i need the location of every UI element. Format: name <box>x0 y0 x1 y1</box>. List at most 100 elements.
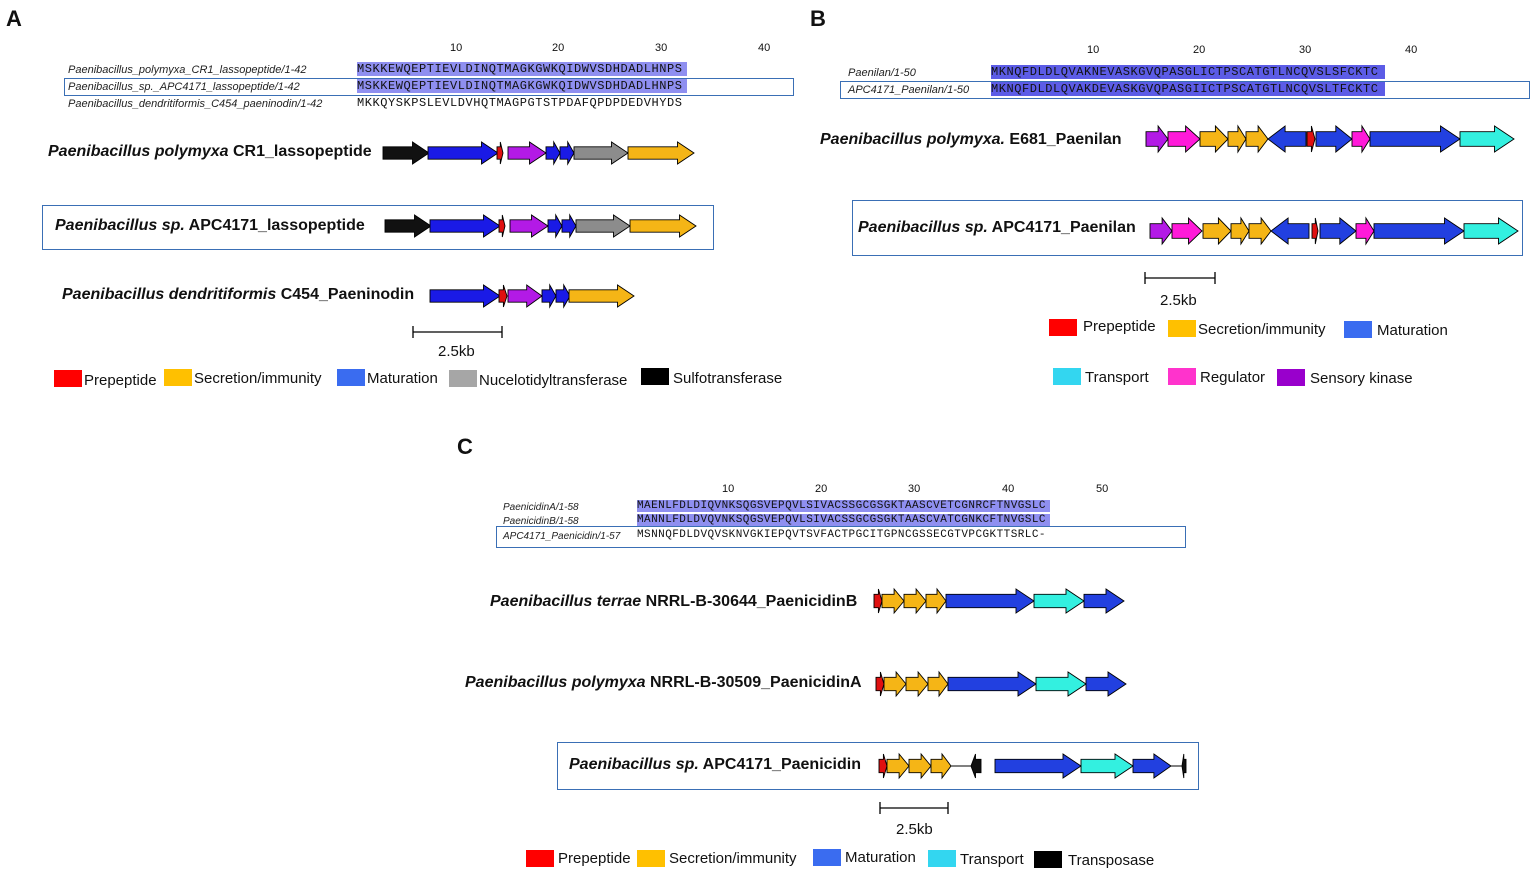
alignment-name: APC4171_Paenilan/1-50 <box>848 84 970 96</box>
legend-label: Secretion/immunity <box>669 850 797 867</box>
legend-label: Transposase <box>1068 852 1155 869</box>
panel-b-letter: B <box>810 6 826 31</box>
secretion-gene <box>886 752 910 780</box>
legend-swatch <box>928 850 956 867</box>
maturation-gene <box>1369 125 1461 153</box>
maturation-gene <box>555 283 571 309</box>
legend-swatch <box>637 850 665 867</box>
alignment-name: Paenibacillus_dendritiformis_C454_paenin… <box>68 98 323 110</box>
maturation-gene <box>945 588 1035 614</box>
maturation-gene <box>1267 125 1307 153</box>
maturation-gene <box>427 141 499 165</box>
legend-swatch <box>1049 319 1077 336</box>
prepeptide-gene <box>875 671 885 697</box>
maturation-gene <box>545 140 561 166</box>
alignment-name: Paenibacillus_sp._APC4171_lassopeptide/1… <box>68 81 300 93</box>
cluster-label: Paenibacillus polymyxa NRRL-B-30509_Paen… <box>465 674 862 691</box>
alignment-sequence: MSNNQFDLDVQVSKNVGKIEPQVTSVFACTPGCITGPNCG… <box>637 529 1046 541</box>
maturation-gene <box>1132 753 1172 779</box>
legend-swatch <box>813 849 841 866</box>
sulfotransferase-gene <box>384 214 432 238</box>
scale-bar-label: 2.5kb <box>1160 292 1197 309</box>
panel-a-letter: A <box>6 6 22 31</box>
transport-gene <box>1035 671 1087 697</box>
legend-swatch <box>526 850 554 867</box>
scale-bar <box>412 326 503 338</box>
panel-b-tick: 30 <box>1299 44 1312 56</box>
panel-c-tick: 50 <box>1096 483 1109 495</box>
maturation-gene <box>947 671 1037 697</box>
legend-label: Transport <box>1085 369 1149 386</box>
secretion-gene <box>881 587 905 615</box>
maturation-gene <box>561 213 577 239</box>
regulator-gene <box>1351 124 1371 154</box>
legend-swatch <box>1168 368 1196 385</box>
legend-label: Sulfotransferase <box>673 370 783 387</box>
legend-swatch <box>449 370 477 387</box>
cluster-label: Paenibacillus terrae NRRL-B-30644_Paenic… <box>490 593 858 610</box>
panel-c-tick: 40 <box>1002 483 1015 495</box>
maturation-gene <box>559 140 575 166</box>
sensory-kinase-gene <box>507 284 543 308</box>
secretion-gene <box>1202 216 1232 246</box>
maturation-gene <box>541 283 557 309</box>
secretion-gene <box>1199 124 1229 154</box>
legend-label: Maturation <box>845 849 916 866</box>
secretion-gene <box>1227 124 1247 154</box>
cluster-label: Paenibacillus polymyxa. E681_Paenilan <box>820 131 1122 148</box>
legend-swatch <box>337 369 365 386</box>
maturation-gene <box>547 213 563 239</box>
alignment-sequence: MANNLFDLDVQVNKSQGSVEPQVLSIVACSSGCGSGKTAA… <box>637 514 1050 526</box>
scale-bar <box>879 802 949 814</box>
maturation-gene <box>1373 217 1465 245</box>
alignment-sequence: MSKKEWQEPTIEVLDINQTMAGKGWKQIDWVSDHDADLHN… <box>357 79 687 93</box>
legend-label: Sensory kinase <box>1310 370 1413 387</box>
secretion-gene <box>905 670 929 698</box>
cluster-highlight-box <box>557 742 1199 790</box>
maturation-gene <box>1319 217 1357 245</box>
legend-swatch <box>1168 320 1196 337</box>
legend-swatch <box>1344 321 1372 338</box>
nucleotidyltransferase-gene <box>575 214 631 238</box>
panel-a-tick: 30 <box>655 42 668 54</box>
prepeptide-gene <box>496 141 504 165</box>
legend-swatch <box>164 369 192 386</box>
secretion-gene <box>908 752 932 780</box>
transport-gene <box>1080 753 1134 779</box>
secretion-gene <box>925 587 947 615</box>
alignment-name: APC4171_Paenicidin/1-57 <box>503 531 621 542</box>
sensory-kinase-gene <box>507 141 547 165</box>
alignment-highlight-box <box>840 81 1530 99</box>
maturation-gene <box>1083 588 1125 614</box>
maturation-gene <box>429 284 501 308</box>
legend-swatch <box>54 370 82 387</box>
secretion-gene <box>629 214 697 238</box>
regulator-gene <box>1167 124 1201 154</box>
panel-c-letter: C <box>457 434 473 459</box>
panel-c-tick: 10 <box>722 483 735 495</box>
maturation-gene <box>994 753 1082 779</box>
maturation-gene <box>1085 671 1127 697</box>
sensory-kinase-gene <box>509 214 549 238</box>
panel-b-tick: 40 <box>1405 44 1418 56</box>
scale-bar-label: 2.5kb <box>438 343 475 360</box>
prepeptide-gene <box>498 214 506 238</box>
alignment-name: PaenicidinB/1-58 <box>503 516 579 527</box>
legend-label: Maturation <box>367 370 438 387</box>
cluster-label: Paenibacillus dendritiformis C454_Paenin… <box>62 286 415 303</box>
cluster-highlight-box <box>42 205 714 250</box>
secretion-gene <box>927 670 949 698</box>
maturation-gene <box>1270 217 1310 245</box>
legend-swatch <box>1034 851 1062 868</box>
prepeptide-gene <box>873 588 883 614</box>
transport-gene <box>1459 125 1515 153</box>
cluster-highlight-box <box>852 200 1523 256</box>
scale-bar-label: 2.5kb <box>896 821 933 838</box>
secretion-gene <box>930 752 952 780</box>
panel-a-tick: 20 <box>552 42 565 54</box>
legend-label: Maturation <box>1377 322 1448 339</box>
secretion-gene <box>627 141 695 165</box>
alignment-name: Paenibacillus_polymyxa_CR1_lassopeptide/… <box>68 64 307 76</box>
alignment-sequence: MAENLFDLDIQVNKSQGSVEPQVLSIVACSSGCGSGKTAA… <box>637 500 1050 512</box>
